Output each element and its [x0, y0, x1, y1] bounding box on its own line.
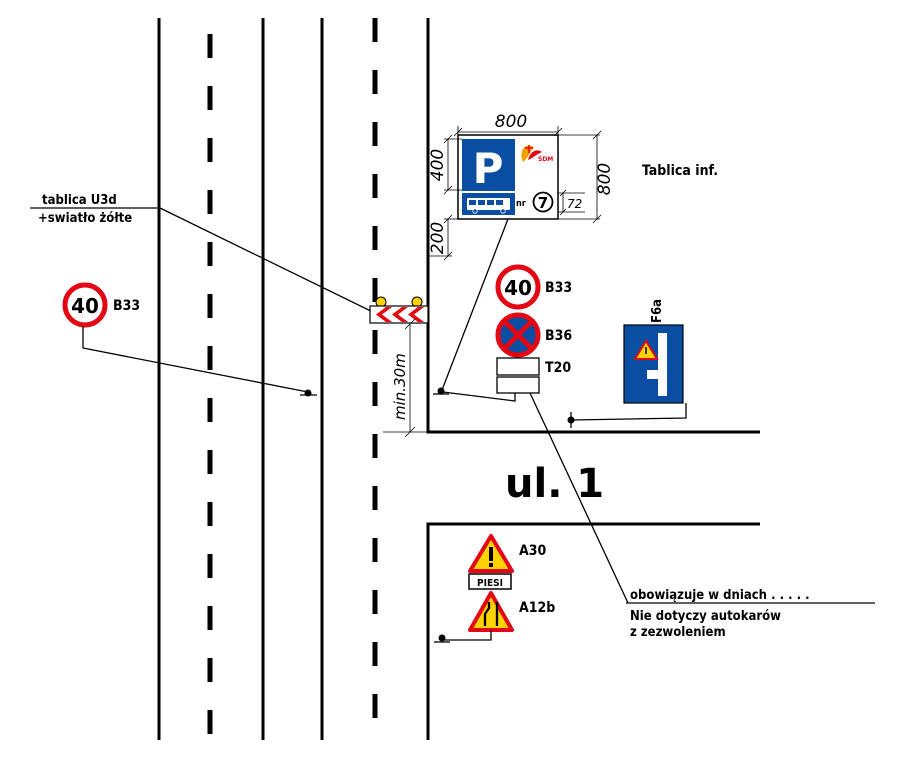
pole-signs: 40 B33 B36 T20 [442, 264, 629, 604]
pedestrian-signs: A30 PIESI A12b [434, 534, 555, 643]
dim-small-label: 72 [567, 197, 582, 211]
a12b-code: A12b [519, 600, 555, 616]
u3d-group: tablica U3d +swiatło żółte [30, 193, 429, 324]
pole-b33-value: 40 [504, 276, 532, 300]
left-b33-code: B33 [113, 298, 140, 314]
road-edge-right-upper [426, 18, 760, 434]
min-distance-dimension: min.30m [383, 318, 428, 438]
warning-a12b-road-narrowing-icon [468, 591, 514, 632]
u3d-chevron-board-icon [369, 296, 429, 324]
a30-code: A30 [519, 543, 547, 559]
parking-sign-icon: P [462, 139, 515, 193]
left-b33-value: 40 [71, 294, 99, 318]
route-number: 7 [538, 194, 548, 212]
pedestrian-signs-post [438, 634, 446, 642]
left-b33-sign: 40 B33 [62, 282, 317, 397]
note-line1: obowiązuje w dniach . . . . . [630, 588, 810, 603]
f6a-code: F6a [650, 299, 665, 323]
u3d-label-line2: +swiatło żółte [38, 211, 132, 226]
pole-b36-code: B36 [545, 328, 572, 344]
f6a-sign: F6a [567, 299, 687, 428]
t20-plate-upper-icon [496, 357, 540, 376]
f6a-leader [571, 403, 687, 421]
pedestrian-signs-leader [443, 630, 492, 641]
dim-width-label: 800 [495, 112, 527, 132]
info-board-leader [441, 218, 509, 391]
dim-upper-label: 400 [428, 149, 448, 181]
street-label: ul. 1 [505, 461, 604, 507]
info-board: P ŚDM nr 7 800 [428, 112, 718, 395]
pole-signs-leader [442, 391, 516, 402]
note-line2: Nie dotyczy autokarów [630, 609, 781, 624]
dim-height-label: 800 [595, 163, 615, 195]
piesi-plate-icon [468, 573, 512, 590]
note-leader [529, 392, 629, 604]
speed-limit-sign-icon [62, 282, 108, 328]
pole-t20-code: T20 [545, 360, 571, 376]
event-logo-text: ŚDM [538, 156, 553, 163]
bus-icon [462, 193, 515, 215]
validity-note: obowiązuje w dniach . . . . . Nie dotycz… [626, 588, 875, 640]
left-b33-leader [82, 326, 309, 393]
info-board-label: Tablica inf. [642, 163, 718, 179]
info-board-dimensions: 800 800 400 200 72 [428, 112, 615, 261]
note-line3: z zezwoleniem [630, 625, 726, 640]
lane-priority-sign-icon [623, 324, 684, 404]
speed-limit-sign-icon [495, 264, 541, 310]
road-edge-right-lower [426, 522, 760, 740]
min-distance-label: min.30m [391, 353, 409, 420]
piesi-text: PIESI [477, 578, 503, 589]
nr-prefix: nr [516, 199, 526, 209]
no-stopping-sign-icon [495, 312, 541, 358]
route-number-circle-icon [532, 191, 554, 213]
parking-letter: P [473, 144, 504, 193]
event-logo-icon: ŚDM [521, 145, 553, 163]
pole-b33-code: B33 [545, 280, 572, 296]
warning-a30-icon [468, 534, 514, 573]
u3d-label-line1: tablica U3d [42, 193, 117, 208]
u3d-leader [159, 207, 386, 319]
t20-plate-lower-icon [496, 376, 540, 394]
dim-offset-label: 200 [428, 222, 448, 254]
info-board-post [437, 387, 445, 395]
